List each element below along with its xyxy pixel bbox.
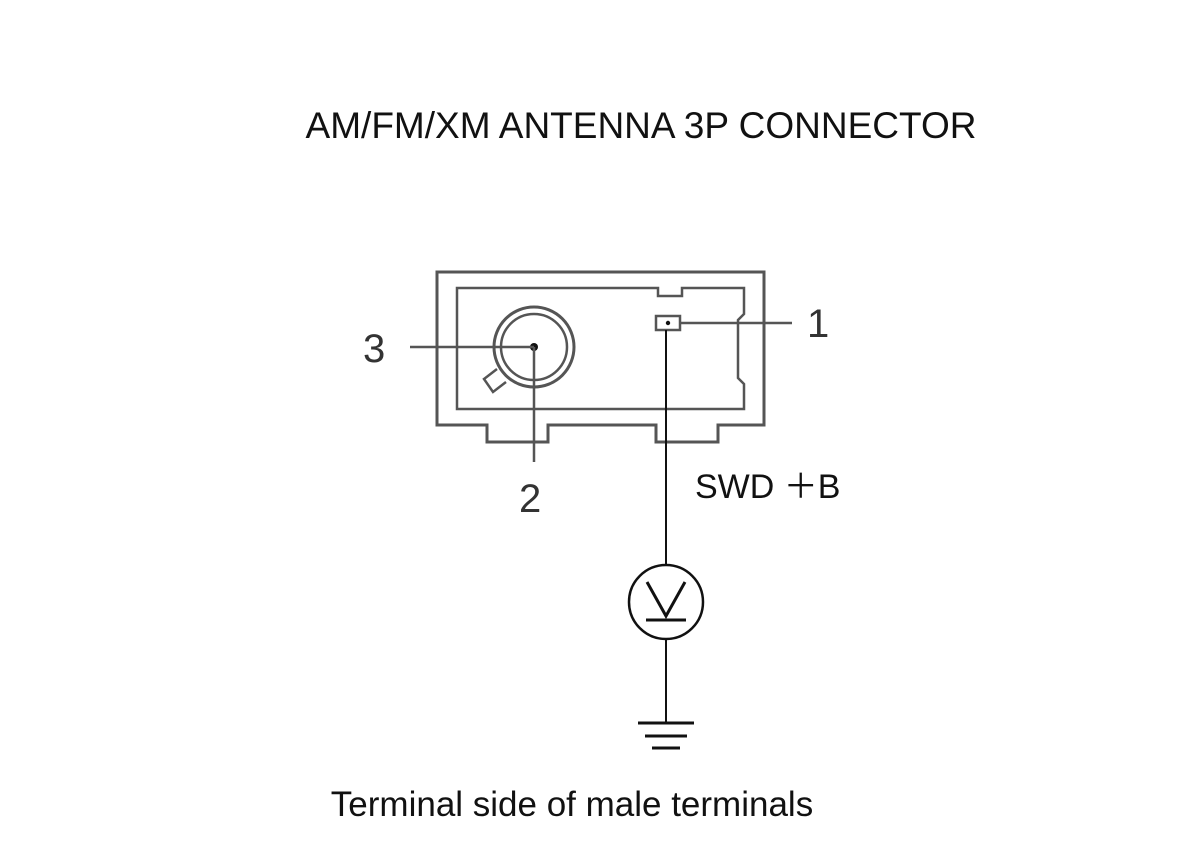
diagram-title: AM/FM/XM ANTENNA 3P CONNECTOR [306, 105, 977, 146]
connector-body [435, 270, 766, 444]
voltmeter-icon [627, 563, 705, 641]
pin3-label: 3 [363, 327, 385, 371]
signal-label: SWD ＋B [695, 468, 840, 506]
ground-icon [638, 721, 694, 750]
coax-key [482, 368, 507, 394]
diagram-caption: Terminal side of male terminals [331, 785, 813, 824]
pin1-label: 1 [807, 302, 829, 346]
connector-cavity-outline [455, 286, 746, 411]
pin1-terminal-dot [665, 320, 671, 326]
pin2-label: 2 [519, 477, 541, 521]
connector-housing-outline [435, 270, 766, 444]
